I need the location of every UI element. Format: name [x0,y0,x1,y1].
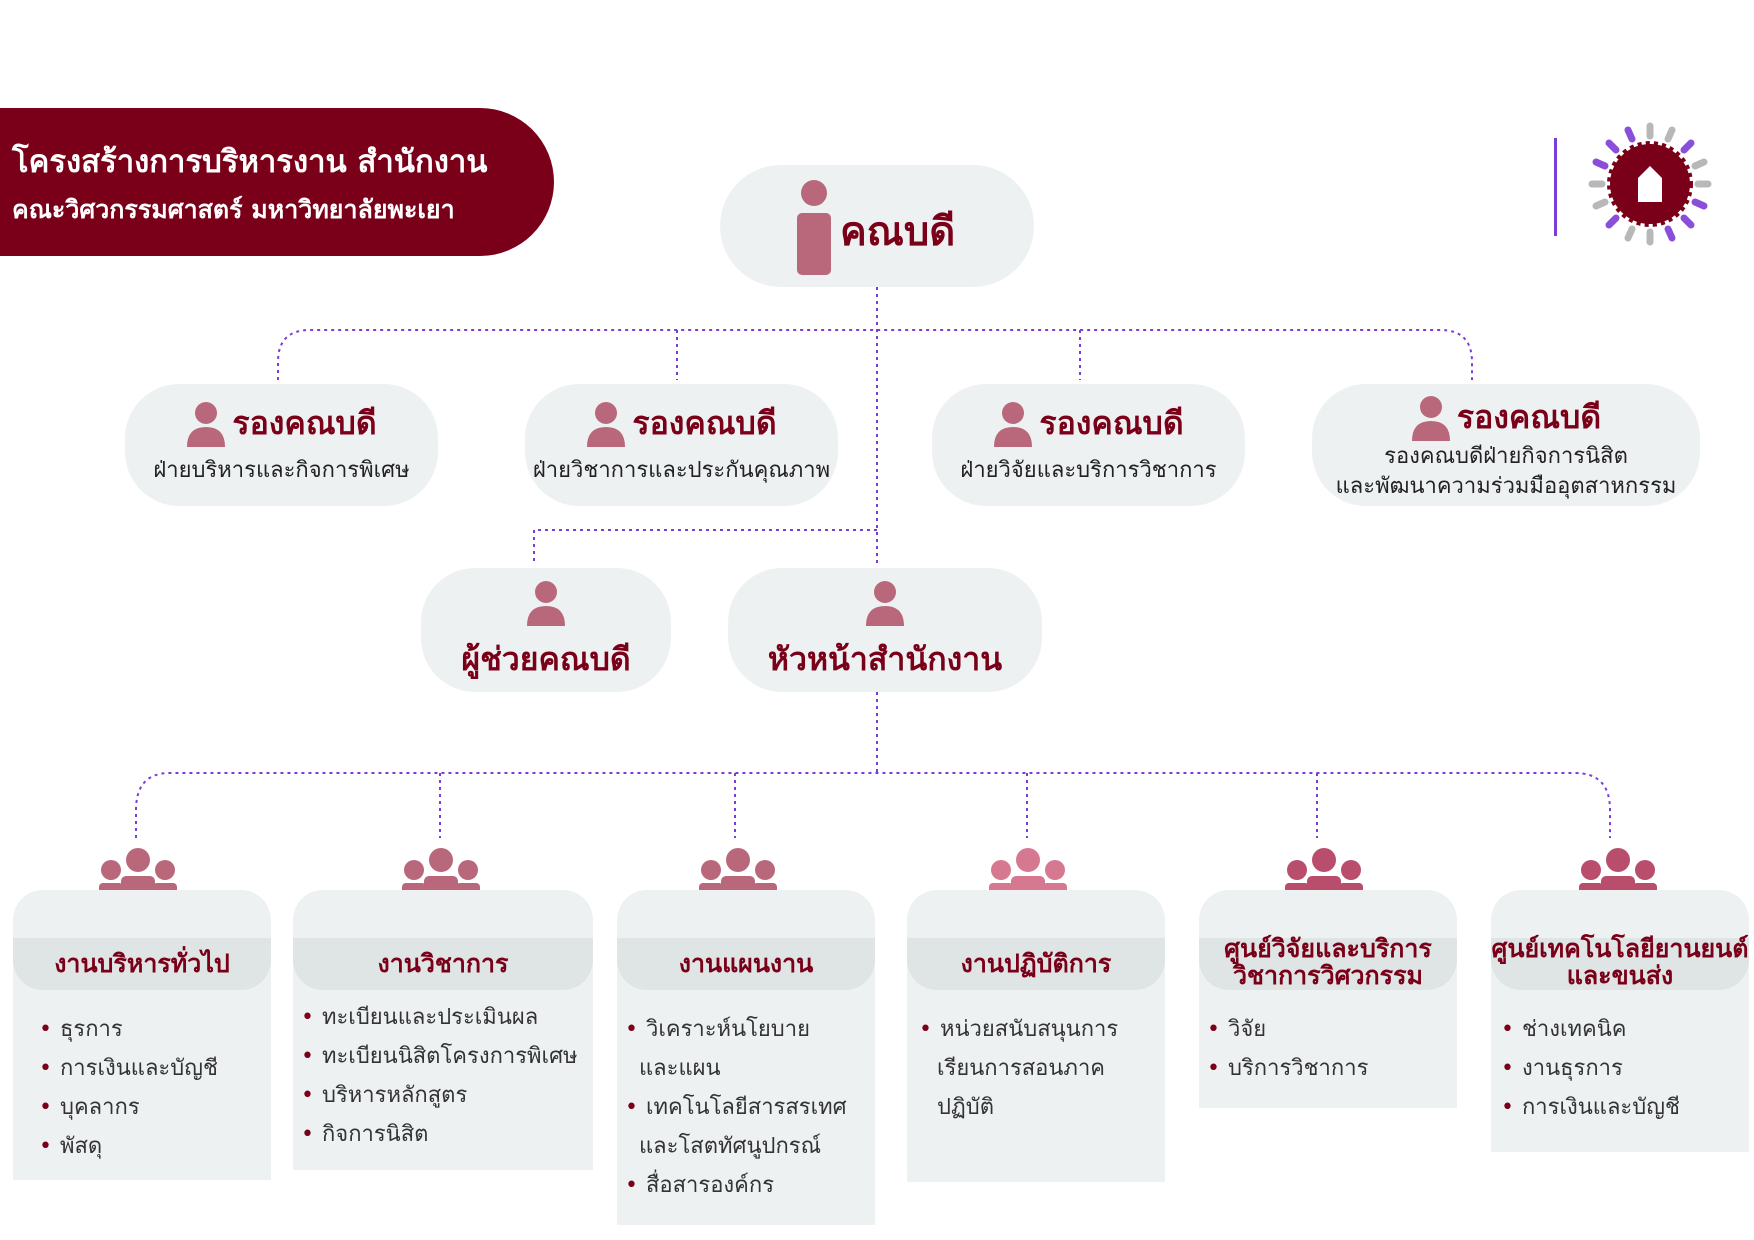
connector-unit-bus [135,772,1611,838]
dean-label: คณบดี [840,209,956,255]
unit-card-planning: งานแผนงาน •วิเคราะห์นโยบาย และแผน •เทคโน… [617,890,875,1225]
logo-divider [1554,138,1557,236]
unit-item-list: •หน่วยสนับสนุนการ เรียนการสอนภาค ปฏิบัติ [919,1010,1161,1127]
unit-card-automotive-center: ศูนย์เทคโนโลยียานยนต์และขนส่ง •ช่างเทคนิ… [1491,890,1749,1152]
assistant-dean-label: ผู้ช่วยคณบดี [461,640,631,678]
unit-title: งานปฏิบัติการ [960,949,1112,978]
list-item: •บริหารหลักสูตร [301,1083,468,1108]
title-line2: คณะวิศวกรรมศาสตร์ มหาวิทยาลัยพะเยา [12,195,455,224]
connector-vice-dean-bus [277,329,1473,380]
unit-header: งานวิชาการ [293,938,593,990]
dean-node: คณบดี [720,165,1034,287]
unit-item-list: •ธุรการ •การเงินและบัญชี •บุคลากร •พัสดุ [39,1010,267,1166]
vice-dean-title: รองคณบดี [1456,398,1602,436]
list-item-continued: และแผน [639,1056,721,1081]
list-item: •สื่อสารองค์กร [625,1173,775,1198]
user-icon [1411,395,1450,441]
vice-dean-subtitle: ฝ่ายวิจัยและบริการวิชาการ [960,458,1217,483]
user-icon [527,581,565,626]
unit-item-list: •ทะเบียนและประเมินผล •ทะเบียนนิสิตโครงกา… [301,998,589,1154]
university-logo [1588,122,1712,246]
connector-assistant-dean [533,529,877,565]
unit-header: ศูนย์วิจัยและบริการวิชาการวิศวกรรม [1199,934,1457,990]
unit-header: งานบริหารทั่วไป [13,938,271,990]
user-icon [866,581,904,626]
office-head-node: หัวหน้าสำนักงาน [728,568,1042,692]
vice-dean-node-2: รองคณบดี ฝ่ายวิชาการและประกันคุณภาพ [525,384,838,506]
list-item: •การเงินและบัญชี [39,1056,218,1081]
vice-dean-subtitle-line1: รองคณบดีฝ่ายกิจการนิสิต [1384,444,1628,469]
vice-dean-node-4: รองคณบดี รองคณบดีฝ่ายกิจการนิสิต และพัฒน… [1312,384,1700,506]
unit-title: ศูนย์วิจัยและบริการวิชาการวิศวกรรม [1224,934,1432,990]
unit-title: งานวิชาการ [377,949,509,978]
unit-card-research-center: ศูนย์วิจัยและบริการวิชาการวิศวกรรม •วิจั… [1199,890,1457,1108]
vice-dean-node-3: รองคณบดี ฝ่ายวิจัยและบริการวิชาการ [932,384,1245,506]
user-icon [587,401,626,447]
list-item: •ทะเบียนและประเมินผล [301,1005,539,1030]
person-icon [797,180,831,275]
list-item: •วิจัย [1207,1017,1267,1042]
list-item: •ช่างเทคนิค [1501,1017,1627,1042]
vice-dean-subtitle-line2: และพัฒนาความร่วมมืออุตสาหกรรม [1335,474,1677,499]
unit-header: งานแผนงาน [617,938,875,990]
title-banner: โครงสร้างการบริหารงาน สำนักงาน คณะวิศวกร… [0,108,554,256]
list-item: •พัสดุ [39,1134,103,1159]
list-item-continued: และโสตทัศนูปกรณ์ [639,1134,822,1159]
list-item: •ธุรการ [39,1017,123,1042]
unit-item-list: •วิเคราะห์นโยบาย และแผน •เทคโนโลยีสารสรเ… [625,1010,871,1205]
list-item: •ทะเบียนนิสิตโครงการพิเศษ [301,1044,578,1069]
unit-title: ศูนย์เทคโนโลยียานยนต์และขนส่ง [1491,934,1749,990]
vice-dean-title: รองคณบดี [232,404,377,442]
office-head-label: หัวหน้าสำนักงาน [767,640,1003,678]
user-icon [187,401,226,447]
list-item: •หน่วยสนับสนุนการ [919,1017,1119,1042]
list-item: •บริการวิชาการ [1207,1056,1369,1081]
list-item: •การเงินและบัญชี [1501,1095,1680,1120]
unit-header: ศูนย์เทคโนโลยียานยนต์และขนส่ง [1491,934,1749,990]
unit-title: งานบริหารทั่วไป [54,949,230,978]
vice-dean-title: รองคณบดี [632,404,777,442]
list-item-continued: เรียนการสอนภาค [937,1056,1106,1081]
unit-card-general-admin: งานบริหารทั่วไป •ธุรการ •การเงินและบัญชี… [13,890,271,1180]
list-item: •วิเคราะห์นโยบาย [625,1017,811,1042]
user-icon [994,401,1033,447]
vice-dean-subtitle: ฝ่ายบริหารและกิจการพิเศษ [153,458,410,483]
title-line1: โครงสร้างการบริหารงาน สำนักงาน [12,144,488,180]
list-item: •กิจการนิสิต [301,1122,429,1147]
unit-item-list: •วิจัย •บริการวิชาการ [1207,1010,1453,1088]
list-item: •เทคโนโลยีสารสรเทศ [625,1095,847,1120]
vice-dean-node-1: รองคณบดี ฝ่ายบริหารและกิจการพิเศษ [125,384,438,506]
unit-header: งานปฏิบัติการ [907,938,1165,990]
assistant-dean-node: ผู้ช่วยคณบดี [421,568,671,692]
list-item-continued: ปฏิบัติ [937,1095,994,1120]
unit-item-list: •ช่างเทคนิค •งานธุรการ •การเงินและบัญชี [1501,1010,1745,1127]
unit-title: งานแผนงาน [678,949,814,978]
unit-card-operations: งานปฏิบัติการ •หน่วยสนับสนุนการ เรียนการ… [907,890,1165,1182]
vice-dean-subtitle: ฝ่ายวิชาการและประกันคุณภาพ [532,458,831,483]
vice-dean-title: รองคณบดี [1039,404,1184,442]
list-item: •งานธุรการ [1501,1056,1623,1081]
list-item: •บุคลากร [39,1095,140,1120]
unit-card-academic: งานวิชาการ •ทะเบียนและประเมินผล •ทะเบียน… [293,890,593,1170]
